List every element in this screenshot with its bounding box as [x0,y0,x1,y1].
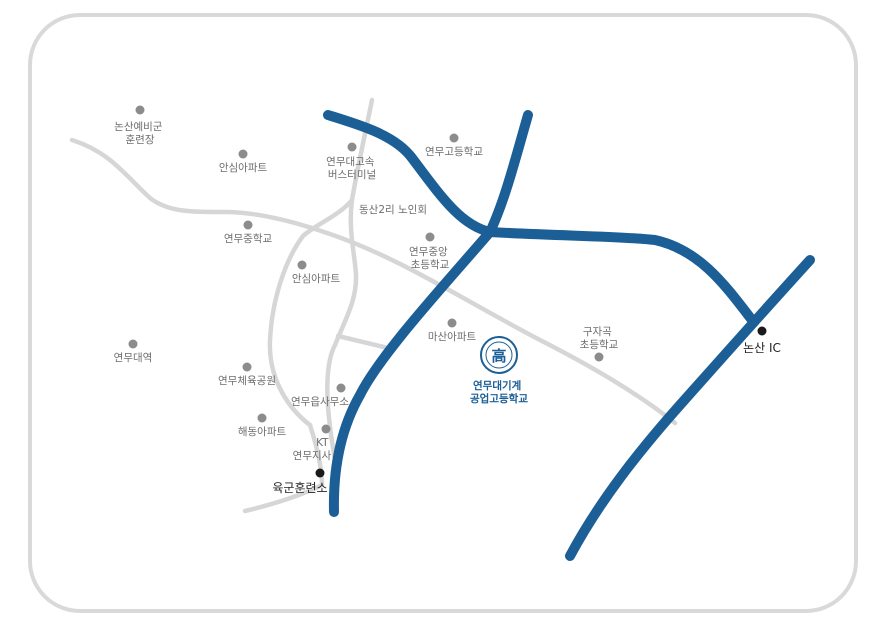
haedong-apt-dot [257,413,267,423]
yeonmu-high-label: 연무고등학교 [425,146,483,158]
highway-ic-diagonal [565,255,815,561]
masan-apt-dot [447,318,457,328]
local-road-north-south [325,97,375,463]
yeonmu-middle-label: 연무중학교 [224,233,273,245]
yeonmu-sports-park-dot [242,362,252,372]
nonsan-reserve-label: 논산예비군 훈련장 [114,120,166,146]
map-frame [28,13,858,613]
landmark-dots [128,105,604,434]
school-emblem-char: 高 [491,347,506,365]
army-training-center-label: 육군훈련소 [272,481,327,495]
gujagok-elem-dot [594,352,604,362]
yeonmu-high-dot [449,133,459,143]
local-road-main-east-west [69,137,678,426]
yeonmu-bus-terminal-dot [347,142,357,152]
gujagok-elem-label: 구자곡 초등학교 [580,326,619,351]
landmark-labels: 논산예비군 훈련장 안심아파트 연무대고속 버스터미널 연무고등학교 동산2리 … [114,120,619,462]
ansim-apt-1-dot [238,149,248,159]
yeonmudae-station-label: 연무대역 [114,352,153,364]
ansim-apt-2-label: 안심아파트 [292,273,341,285]
local-road-west-branch [267,197,355,428]
army-training-center-dot [315,468,325,478]
highway-central-southwest [328,227,495,517]
highway-east [485,227,757,325]
nonsan-ic-label: 논산 IC [743,341,781,355]
yeonmu-eup-office-dot [336,383,346,393]
masan-apt-label: 마산아파트 [428,331,477,343]
yeonmudae-station-dot [128,339,138,349]
kt-yeonmu-dot [321,424,331,434]
ansim-apt-2-dot [297,260,307,270]
yeonmu-sports-park-label: 연무체육공원 [218,375,276,387]
kt-yeonmu-label: KT 연무지사 [293,437,332,462]
highways [323,110,815,561]
ansim-apt-1-label: 안심아파트 [219,162,268,174]
yeonmu-central-elem-dot [425,232,435,242]
key-place-dots [315,326,767,478]
nonsan-ic-dot [757,326,767,336]
yeonmu-middle-dot [243,220,253,230]
highway-north [485,110,533,237]
local-road-connector [335,333,391,351]
dongsan-senior-label: 동산2리 노인회 [359,204,427,216]
school-emblem: 高 [480,336,518,374]
yeonmu-central-elem-label: 연무중앙 초등학교 [409,246,451,271]
yeonmu-eup-office-label: 연무읍사무소 [291,396,349,408]
haedong-apt-label: 해동아파트 [238,425,287,438]
school-label: 연무대기계 공업고등학교 [470,379,528,405]
nonsan-reserve-dot [135,105,145,115]
local-road-south-west [242,422,325,514]
highway-northwest [323,110,495,237]
local-roads [69,97,678,514]
yeonmu-bus-terminal-label: 연무대고속 버스터미널 [326,156,378,181]
